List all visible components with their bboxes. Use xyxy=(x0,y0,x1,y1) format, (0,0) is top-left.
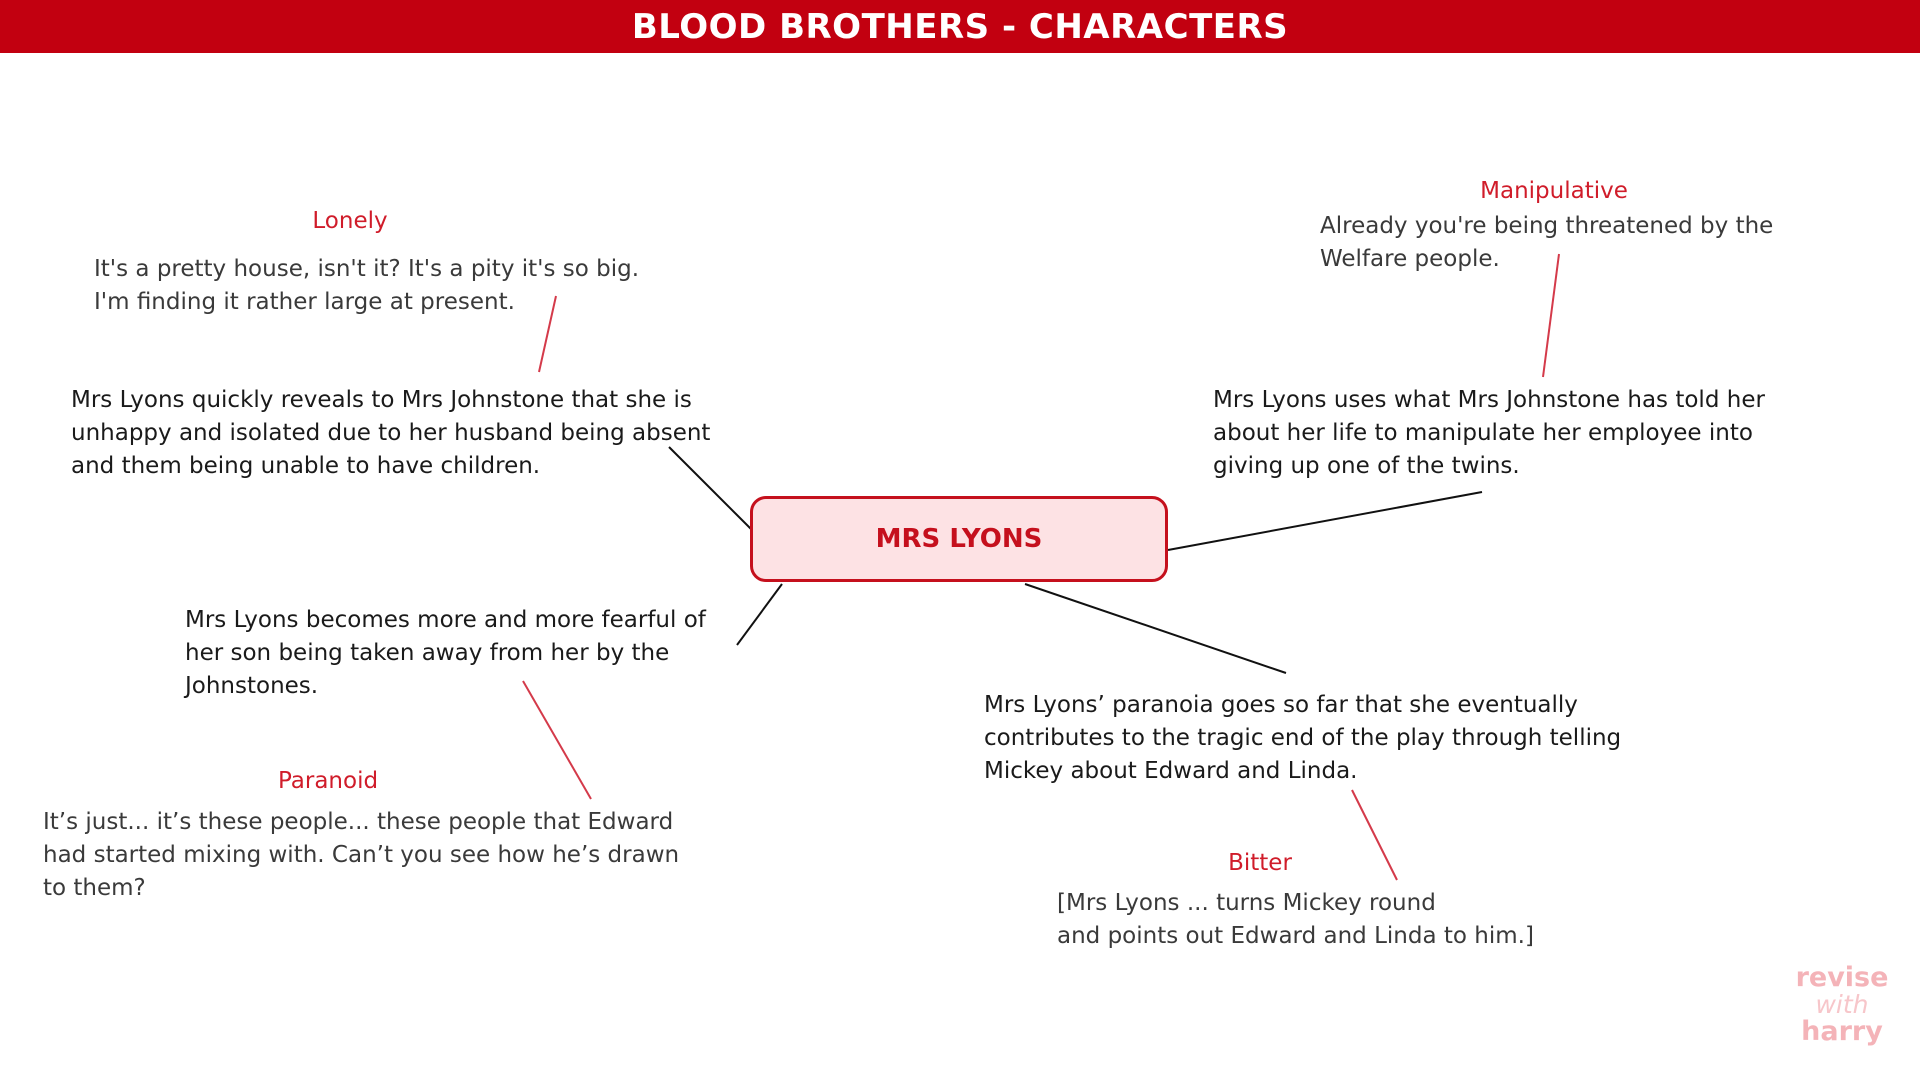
connector-center-to-manipulative-description xyxy=(1167,491,1483,551)
quote-manipulative: Already you're being threatened by the W… xyxy=(1320,213,1774,272)
central-node-mrs-lyons: MRS LYONS xyxy=(750,496,1168,582)
connector-center-to-bitter-description xyxy=(1024,583,1287,674)
trait-label-bitter: Bitter xyxy=(1228,850,1292,876)
connector-center-to-paranoid-description xyxy=(736,583,783,646)
title-banner: BLOOD BROTHERS - CHARACTERS xyxy=(0,0,1920,53)
watermark-line-harry: harry xyxy=(1801,1016,1883,1047)
page-title: BLOOD BROTHERS - CHARACTERS xyxy=(631,6,1289,47)
watermark-line-with: with xyxy=(1815,990,1869,1019)
quote-bitter: [Mrs Lyons ... turns Mickey round and po… xyxy=(1057,890,1534,949)
description-lonely: Mrs Lyons quickly reveals to Mrs Johnsto… xyxy=(71,387,711,479)
brand-watermark: revise with harry xyxy=(1782,964,1902,1045)
connector-bitter-quote xyxy=(1351,789,1398,881)
trait-label-manipulative: Manipulative xyxy=(1480,178,1628,204)
central-node-label: MRS LYONS xyxy=(875,524,1043,554)
trait-label-paranoid: Paranoid xyxy=(277,768,379,794)
description-manipulative: Mrs Lyons uses what Mrs Johnstone has to… xyxy=(1213,387,1765,479)
watermark-line-revise: revise xyxy=(1795,962,1889,993)
connector-center-to-lonely-description xyxy=(668,446,755,533)
description-bitter: Mrs Lyons’ paranoia goes so far that she… xyxy=(984,692,1622,784)
connector-lonely-quote xyxy=(538,295,557,373)
trait-label-lonely: Lonely xyxy=(312,208,388,234)
quote-paranoid: It’s just... it’s these people... these … xyxy=(43,809,680,901)
description-paranoid: Mrs Lyons becomes more and more fearful … xyxy=(185,607,706,699)
quote-lonely: It's a pretty house, isn't it? It's a pi… xyxy=(94,256,640,315)
connector-paranoid-quote xyxy=(522,680,592,800)
connector-manipulative-quote xyxy=(1542,253,1560,378)
